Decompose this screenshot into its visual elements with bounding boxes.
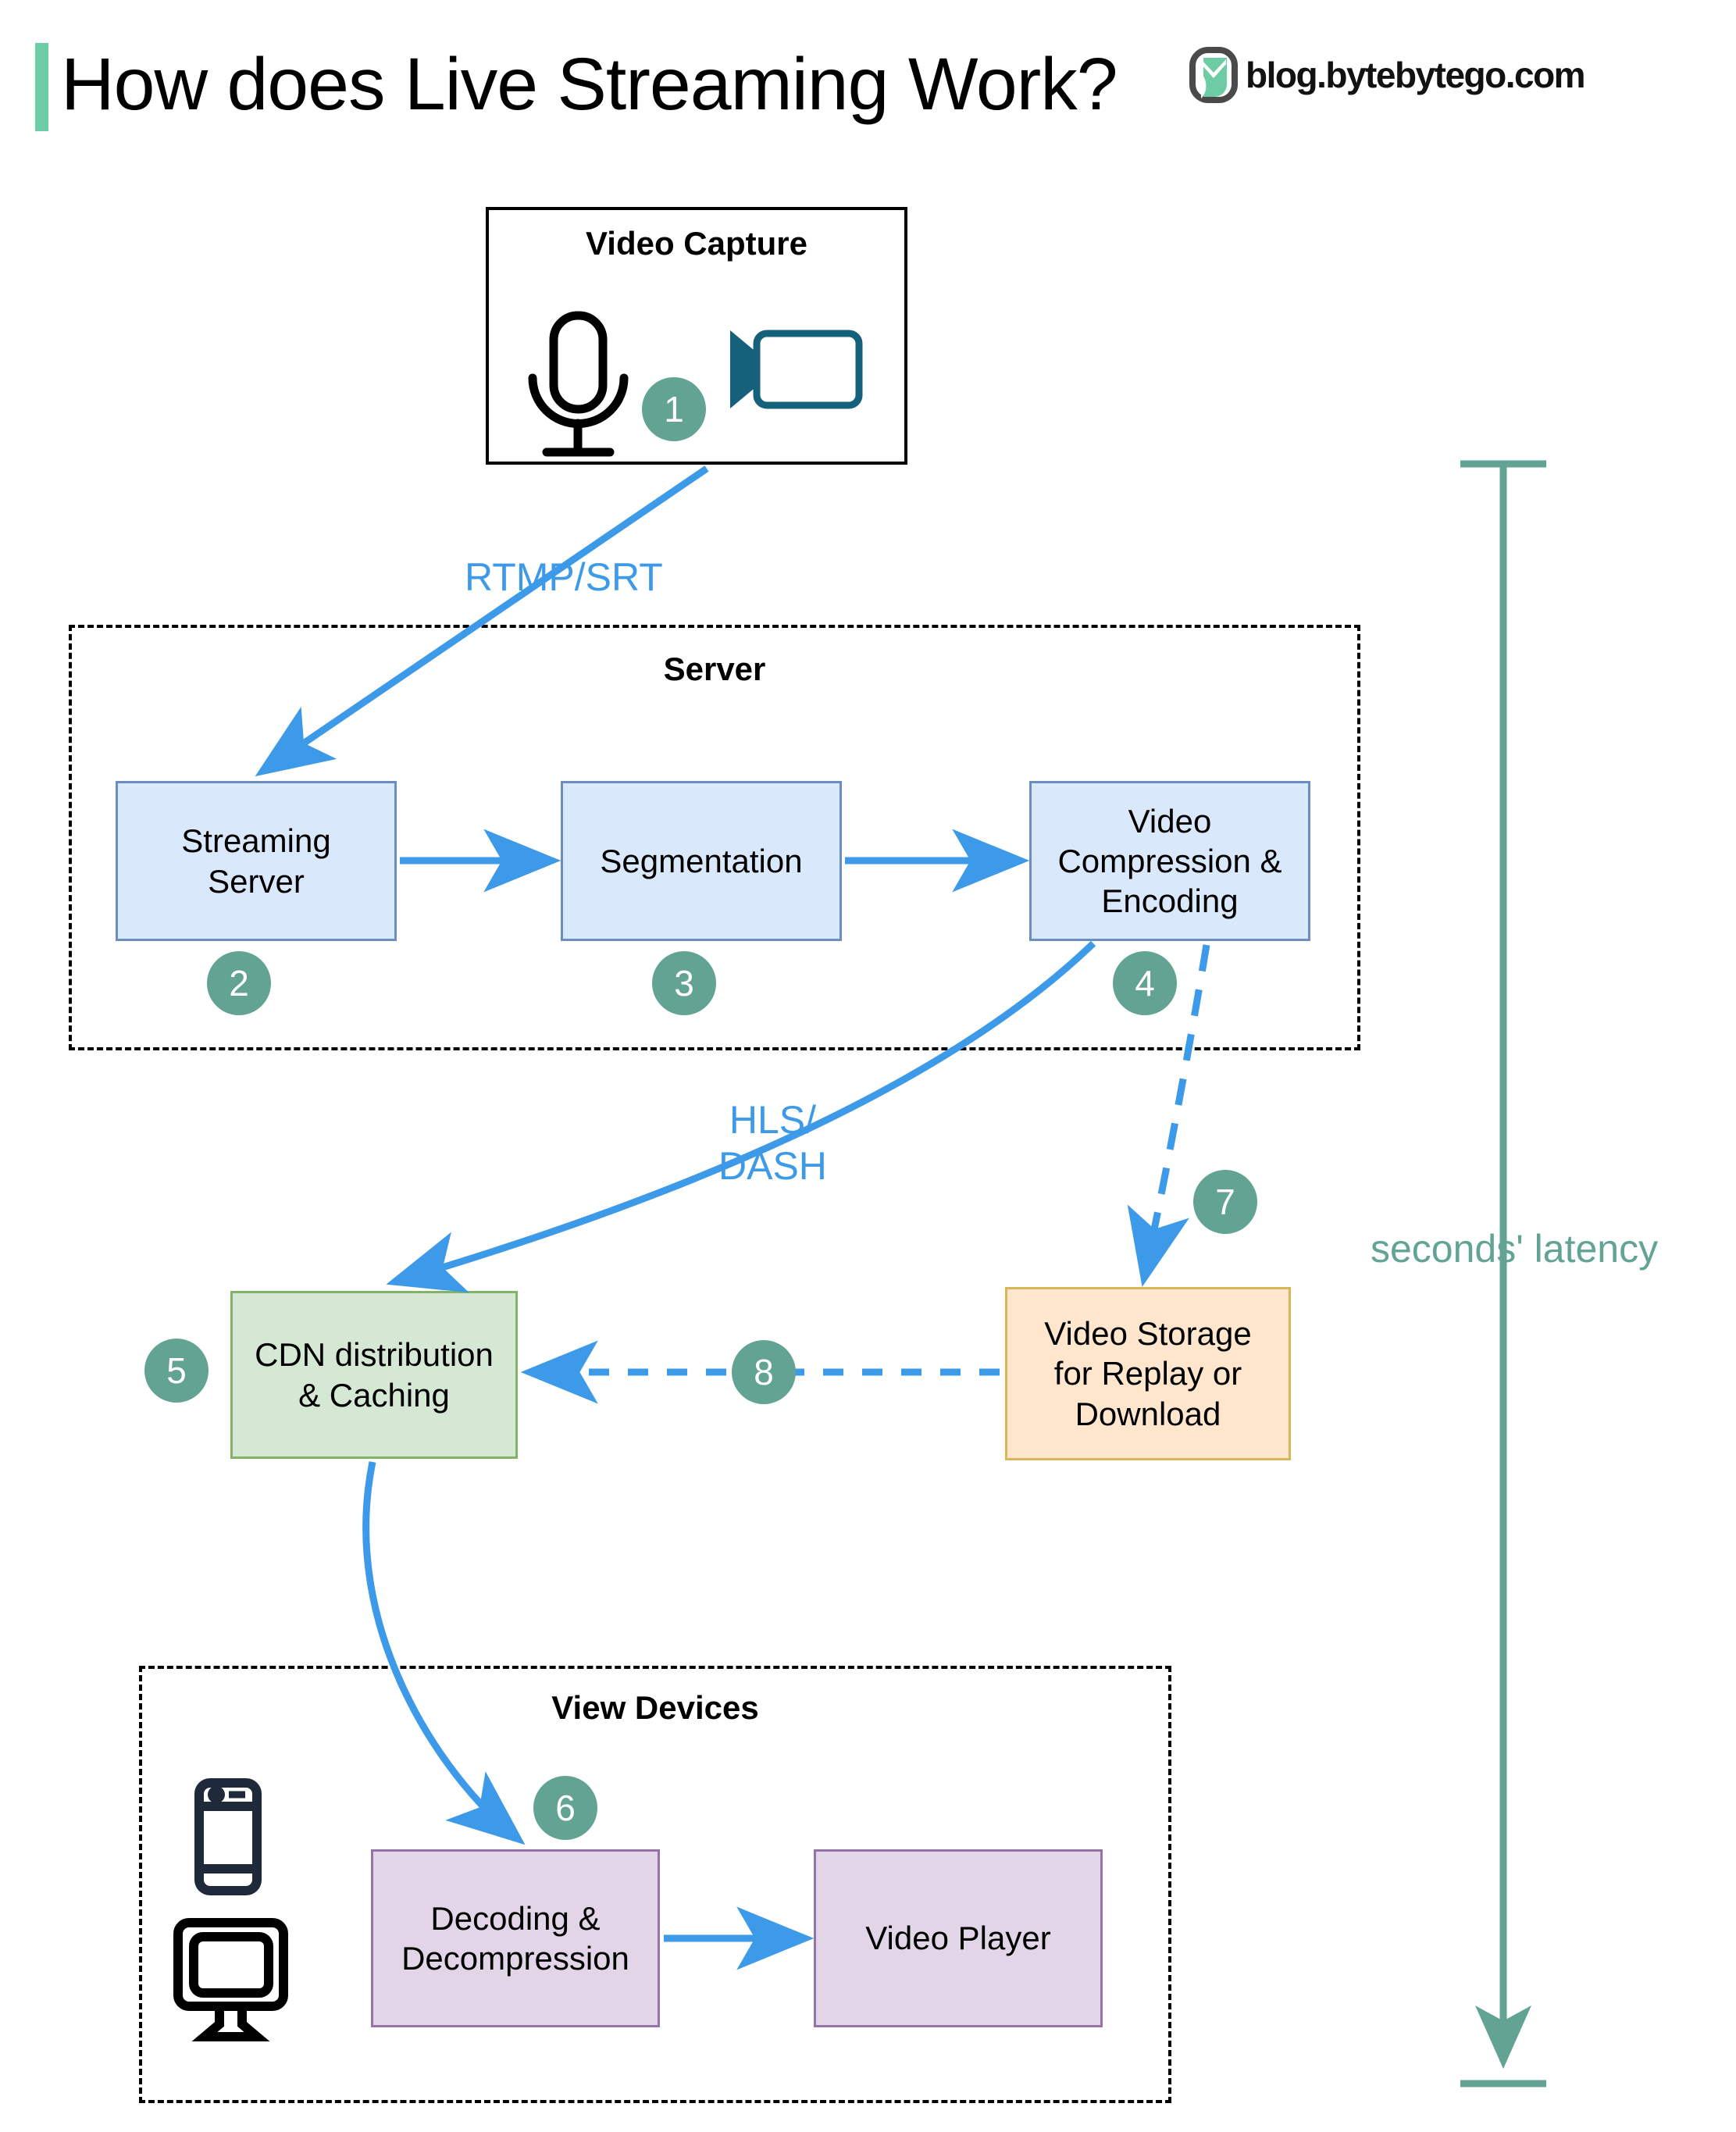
step-badge-4: 4 [1113, 951, 1177, 1015]
step-badge-2: 2 [207, 951, 271, 1015]
step-badge-1: 1 [642, 377, 706, 441]
decoding-label-line2: Decompression [401, 1940, 629, 1977]
latency-label: seconds' latency [1371, 1227, 1659, 1271]
cdn-label-line2: & Caching [298, 1376, 450, 1414]
video-storage-label-line3: Download [1075, 1395, 1221, 1432]
brand-watermark: blog.bytebytego.com [1189, 47, 1586, 103]
bytebytego-logo-icon [1189, 47, 1238, 103]
node-video-storage[interactable]: Video Storage for Replay or Download [1005, 1287, 1291, 1460]
step-badge-5: 5 [144, 1339, 209, 1403]
video-player-label: Video Player [865, 1920, 1051, 1957]
node-streaming-server[interactable]: Streaming Server [116, 781, 397, 941]
latency-bracket [1460, 460, 1546, 2087]
step-badge-8: 8 [732, 1340, 796, 1404]
title-accent-bar [35, 43, 48, 131]
streaming-server-label-line1: Streaming [181, 822, 331, 860]
step-badge-7: 7 [1193, 1170, 1257, 1234]
brand-text: blog.bytebytego.com [1246, 55, 1586, 95]
view-devices-title: View Devices [551, 1689, 759, 1726]
step-badge-6: 6 [533, 1776, 597, 1840]
edge-label-hls-dash: HLS/ DASH [718, 1097, 827, 1189]
node-cdn[interactable]: CDN distribution & Caching [230, 1291, 518, 1459]
edge-label-hls-line1: HLS/ [729, 1098, 817, 1142]
video-capture-title: Video Capture [586, 225, 807, 262]
cdn-label-line1: CDN distribution [255, 1336, 494, 1374]
edge-label-rtmp-srt: RTMP/SRT [465, 555, 663, 599]
video-storage-label-line1: Video Storage [1044, 1315, 1252, 1353]
node-decoding[interactable]: Decoding & Decompression [371, 1849, 660, 2027]
video-compression-label-line3: Encoding [1101, 882, 1239, 920]
node-video-player[interactable]: Video Player [814, 1849, 1103, 2027]
node-segmentation[interactable]: Segmentation [561, 781, 842, 941]
server-group-title: Server [663, 651, 766, 687]
segmentation-label: Segmentation [600, 842, 803, 879]
video-storage-label-line2: for Replay or [1053, 1355, 1242, 1392]
edge-label-hls-line2: DASH [718, 1144, 827, 1188]
node-video-compression[interactable]: Video Compression & Encoding [1029, 781, 1310, 941]
step-badge-3: 3 [652, 951, 716, 1015]
page-title: How does Live Streaming Work? [61, 43, 1118, 126]
streaming-server-label-line2: Server [208, 862, 305, 900]
view-devices-group [139, 1666, 1171, 2103]
decoding-label-line1: Decoding & [430, 1899, 601, 1937]
video-compression-label-line1: Video [1128, 802, 1212, 840]
video-compression-label-line2: Compression & [1057, 842, 1282, 879]
